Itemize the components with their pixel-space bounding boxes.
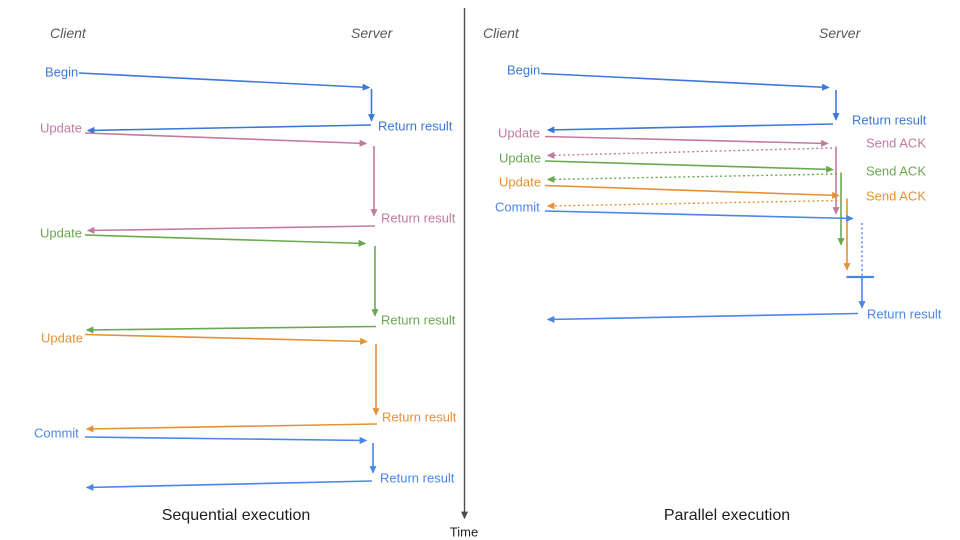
right-client-header: Client xyxy=(483,25,519,41)
right-return-result-top-label: Return result xyxy=(852,112,927,128)
left-begin-return-arrow xyxy=(86,124,372,134)
right-send-ack-2-label: Send ACK xyxy=(866,163,926,179)
right-send-ack-3-label: Send ACK xyxy=(866,188,926,204)
right-commit-label: Commit xyxy=(495,199,540,215)
left-update-2-label: Update xyxy=(40,225,82,241)
left-update-3-return-arrow xyxy=(85,423,378,433)
left-commit-request-arrow xyxy=(84,436,368,444)
right-update-2-request-arrow xyxy=(544,160,834,173)
right-commit-return-arrow xyxy=(546,312,859,323)
left-update-3-label: Update xyxy=(41,330,83,346)
left-return-result-5-label: Return result xyxy=(380,470,455,486)
right-server-header: Server xyxy=(819,25,861,41)
right-update-3-request-arrow xyxy=(544,184,840,199)
right-update-3-label: Update xyxy=(499,174,541,190)
right-panel-wires xyxy=(540,72,874,323)
left-commit-return-arrow xyxy=(85,480,373,491)
left-commit-label: Commit xyxy=(34,425,79,441)
left-return-result-3-label: Return result xyxy=(381,312,456,328)
right-update-1-ack-dotted-arrow xyxy=(546,147,833,159)
left-return-result-2-label: Return result xyxy=(381,210,456,226)
right-begin-label: Begin xyxy=(507,62,541,78)
left-return-result-1-label: Return result xyxy=(378,118,453,134)
right-update-2-ack-dotted-arrow xyxy=(546,173,838,183)
right-update-2-label: Update xyxy=(499,150,541,166)
time-axis-label: Time xyxy=(449,524,479,540)
left-panel-wires xyxy=(78,72,380,491)
left-client-header: Client xyxy=(50,25,86,41)
left-update-1-return-arrow xyxy=(86,225,376,234)
right-commit-request-arrow xyxy=(544,210,854,222)
right-caption: Parallel execution xyxy=(663,507,791,524)
left-caption: Sequential execution xyxy=(161,507,311,524)
right-update-1-label: Update xyxy=(498,125,540,141)
left-update-3-request-arrow xyxy=(84,333,368,345)
left-begin-label: Begin xyxy=(45,64,79,80)
right-begin-request-arrow xyxy=(540,72,830,91)
left-return-result-4-label: Return result xyxy=(382,409,457,425)
left-update-2-return-arrow xyxy=(85,325,377,334)
right-begin-return-arrow xyxy=(546,123,834,134)
left-update-1-label: Update xyxy=(40,120,82,136)
left-begin-request-arrow xyxy=(78,72,371,91)
right-send-ack-1-label: Send ACK xyxy=(866,135,926,151)
right-update-1-request-arrow xyxy=(544,135,829,147)
right-return-result-bottom-label: Return result xyxy=(867,306,942,322)
left-update-2-request-arrow xyxy=(84,234,367,247)
left-server-header: Server xyxy=(351,25,393,41)
right-update-3-ack-dotted-arrow xyxy=(546,199,843,210)
left-update-1-request-arrow xyxy=(84,132,368,147)
